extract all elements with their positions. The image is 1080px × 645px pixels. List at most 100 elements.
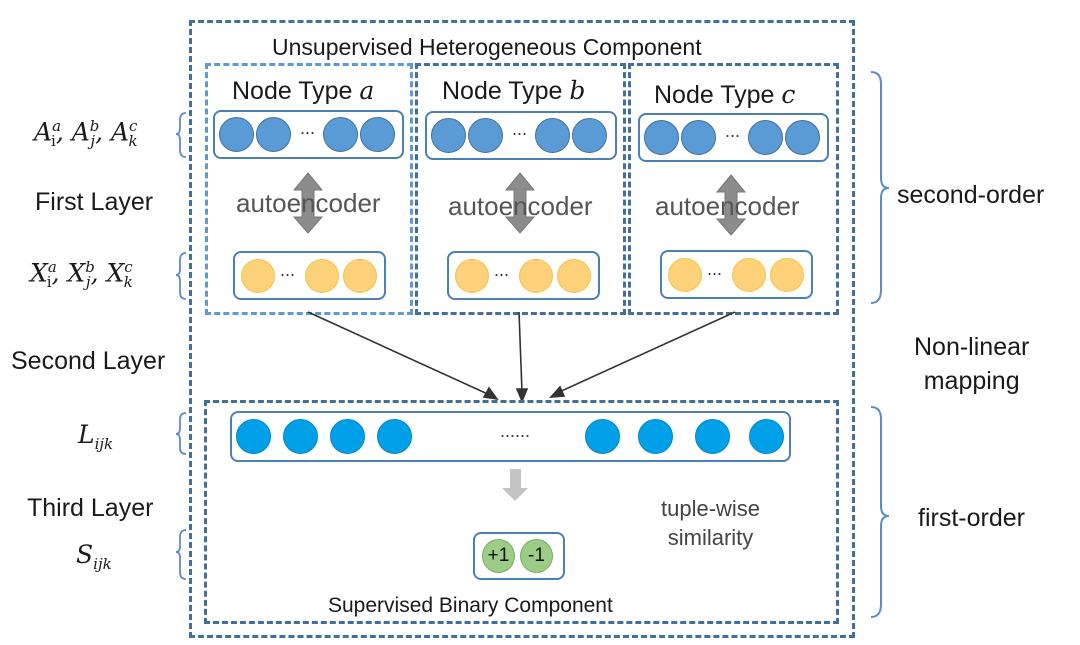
autoencoder-label-b: autoencoder [448,191,593,221]
x-var-base: X [106,258,125,288]
first-order-label: first-order [918,504,1025,532]
second-layer-node [330,419,365,454]
second-layer-node [695,419,730,454]
second-layer-node [236,419,271,454]
node-type-b-prefix: Node Type [442,77,570,105]
node-type-c-var: c [781,80,796,109]
node-circle [256,117,291,152]
arrowhead-b [515,388,529,404]
arrowhead-a [482,386,499,401]
node-circle [644,120,679,155]
second-layer-row: ...... [230,411,791,462]
third-layer-label: Third Layer [27,494,154,522]
second-layer-node [377,419,412,454]
second-layer-node [749,419,784,454]
second-layer-node [638,419,673,454]
embedding-circle [343,259,377,293]
node-circle [431,118,466,153]
node-type-a-var: a [359,76,375,105]
node-c-input-row: ... [638,113,829,162]
a-sub: j [90,132,96,151]
node-type-b-title: Node Type b [442,76,585,106]
a-sub: i [51,132,56,151]
autoencoder-double-arrow-c [715,174,747,236]
node-ellipsis: ... [725,121,741,141]
brace-left-s-var [175,529,187,580]
l-var-sub: ijk [94,435,114,453]
down-arrow [502,469,528,501]
node-ellipsis: ... [300,118,316,138]
node-type-c-title: Node Type c [654,80,795,110]
node-type-a-title: Node Type a [232,76,374,106]
brace-left-x-vars [175,252,187,300]
output-positive: +1 [482,539,515,573]
node-circle [360,117,395,152]
non-linear-mapping-label: Non-linear mapping [914,330,1029,398]
a-var-base: A [71,117,90,147]
node-b-input-row: ... [425,111,617,160]
l-var-label: Lijk [78,420,113,453]
x-sub: k [123,273,133,292]
embedding-circle [732,258,766,292]
brace-right-second-order [870,71,890,304]
autoencoder-label-a: autoencoder [236,188,381,218]
unsupervised-component-box [189,20,855,638]
node-circle [323,117,358,152]
node-c-embedding-row: ... [660,250,813,299]
node-type-b-var: b [569,76,586,105]
brace-left-a-vars [175,112,187,158]
node-circle [219,117,254,152]
similarity-line-1: tuple-wise [661,496,761,521]
embedding-circle [668,258,702,292]
a-vars-label: Aai, Abj, Ack [34,117,138,151]
autoencoder-double-arrow-a [292,172,324,234]
node-circle [748,120,783,155]
s-var-label: Sijk [76,540,112,573]
s-var-base: S [76,540,94,569]
unsupervised-component-title: Unsupervised Heterogeneous Component [272,34,702,60]
a-sup: c [129,117,138,135]
brace-right-first-order [870,406,890,618]
embedding-ellipsis: ... [707,259,723,279]
embedding-ellipsis: ... [280,260,296,280]
similarity-line-2: similarity [667,525,754,550]
embedding-circle [305,259,339,293]
second-order-label: second-order [897,181,1045,209]
second-layer-node [283,419,318,454]
node-type-b-box [415,63,626,315]
node-circle [468,118,503,153]
supervised-component-box [204,400,839,624]
a-sub: k [128,132,138,151]
output-row: +1 -1 [473,532,565,580]
arrowhead-c [549,385,566,398]
supervised-component-title: Supervised Binary Component [328,594,613,617]
a-var-base: A [110,117,130,147]
a-var-base: A [34,117,53,147]
second-layer-ellipsis: ...... [500,421,531,441]
autoencoder-label-c: autoencoder [655,191,800,221]
x-var-base: X [30,258,48,288]
second-layer-node [585,419,620,454]
node-ellipsis: ... [512,119,528,139]
embedding-circle [770,258,804,292]
node-type-a-prefix: Node Type [232,77,360,105]
x-sub: j [85,273,91,292]
node-circle [535,118,570,153]
similarity-label: tuple-wise similarity [661,494,760,552]
node-type-a-box [205,63,413,315]
connector-arrow-a [307,311,493,397]
embedding-circle [241,259,275,293]
node-a-embedding-row: ... [233,251,386,300]
brace-left-l-var [175,412,187,455]
connector-arrow-b [518,311,523,393]
l-var-base: L [78,420,95,449]
s-var-sub: ijk [93,555,112,573]
node-circle [572,118,607,153]
x-sub: i [46,273,52,292]
output-negative: -1 [520,539,553,573]
mapping-line-2: mapping [923,367,1020,395]
embedding-circle [557,259,591,293]
embedding-circle [455,259,489,293]
x-sup: c [124,258,133,276]
